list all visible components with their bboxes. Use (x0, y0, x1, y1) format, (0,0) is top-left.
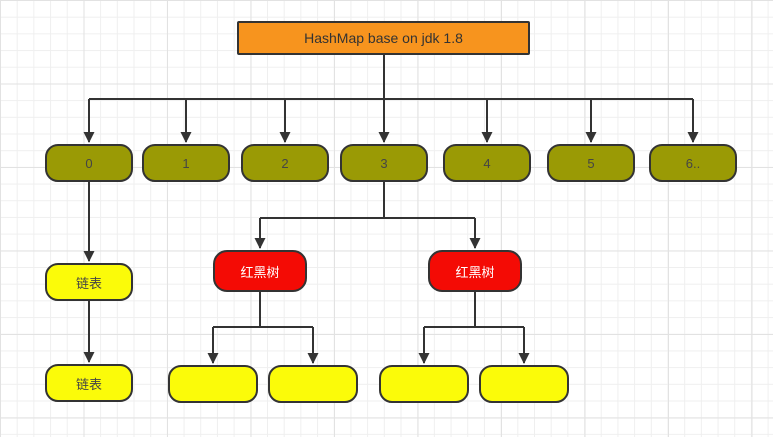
bucket-node-4[interactable]: 4 (443, 144, 531, 182)
linked-list-node-1[interactable]: 链表 (45, 263, 133, 301)
linked-list-node-2[interactable]: 链表 (45, 364, 133, 402)
bucket-node-1[interactable]: 1 (142, 144, 230, 182)
bucket-node-0[interactable]: 0 (45, 144, 133, 182)
red-black-tree-node-2[interactable]: 红黑树 (428, 250, 522, 292)
bucket-node-5[interactable]: 5 (547, 144, 635, 182)
root-node-hashmap-title[interactable]: HashMap base on jdk 1.8 (237, 21, 530, 55)
bucket-node-2[interactable]: 2 (241, 144, 329, 182)
bucket-node-6[interactable]: 6.. (649, 144, 737, 182)
leaf-node-2[interactable] (268, 365, 358, 403)
leaf-node-3[interactable] (379, 365, 469, 403)
bucket-node-3[interactable]: 3 (340, 144, 428, 182)
leaf-node-4[interactable] (479, 365, 569, 403)
red-black-tree-node-1[interactable]: 红黑树 (213, 250, 307, 292)
leaf-node-1[interactable] (168, 365, 258, 403)
